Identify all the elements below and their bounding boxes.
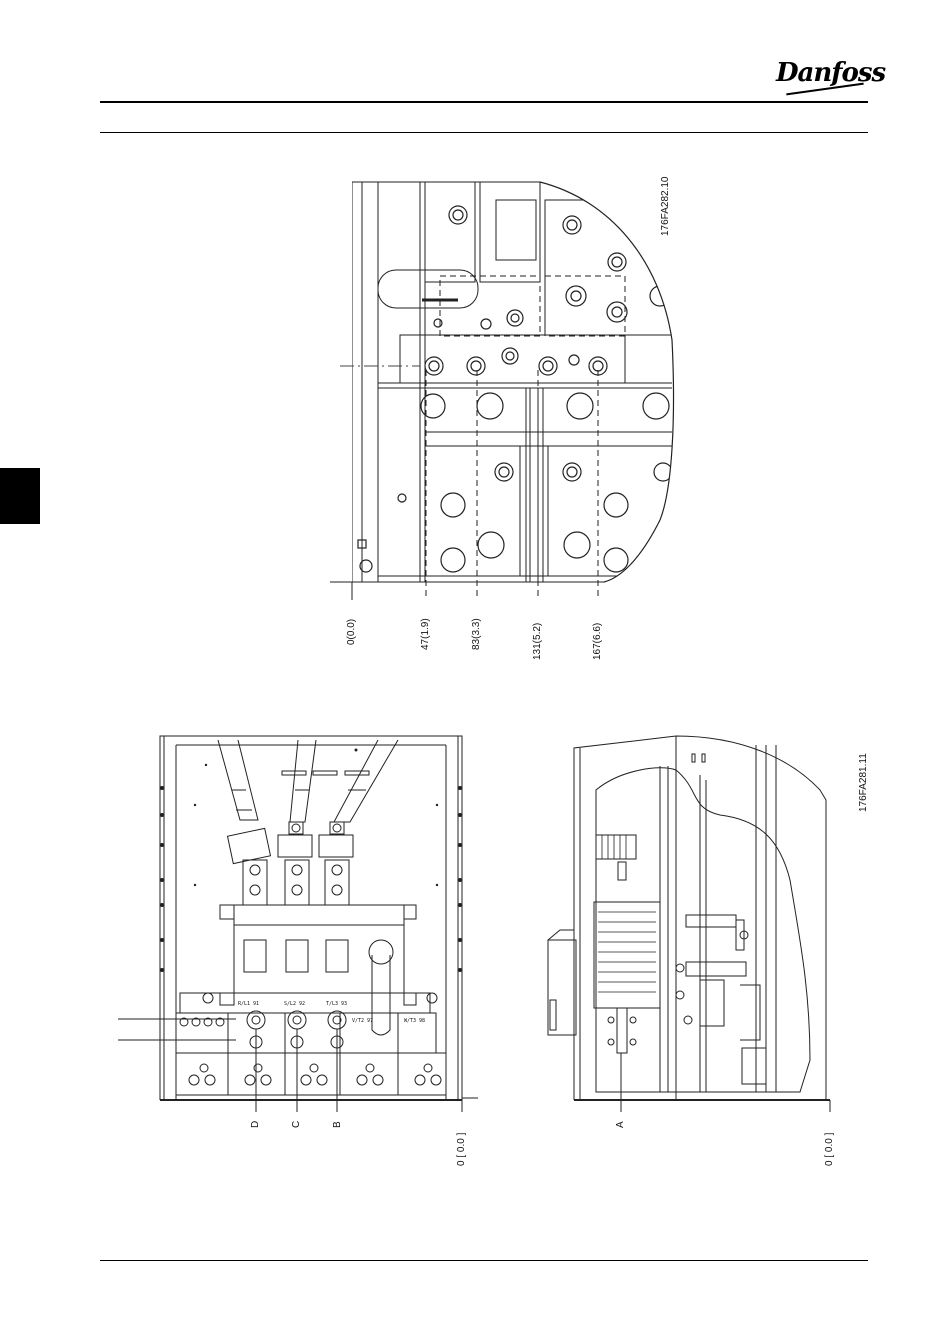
bottom-figure-code: 176FA281.11 [858,753,869,812]
side-label-a: A [615,1121,626,1128]
side-zero-label: 0 [ 0.0 ] [824,1133,835,1166]
